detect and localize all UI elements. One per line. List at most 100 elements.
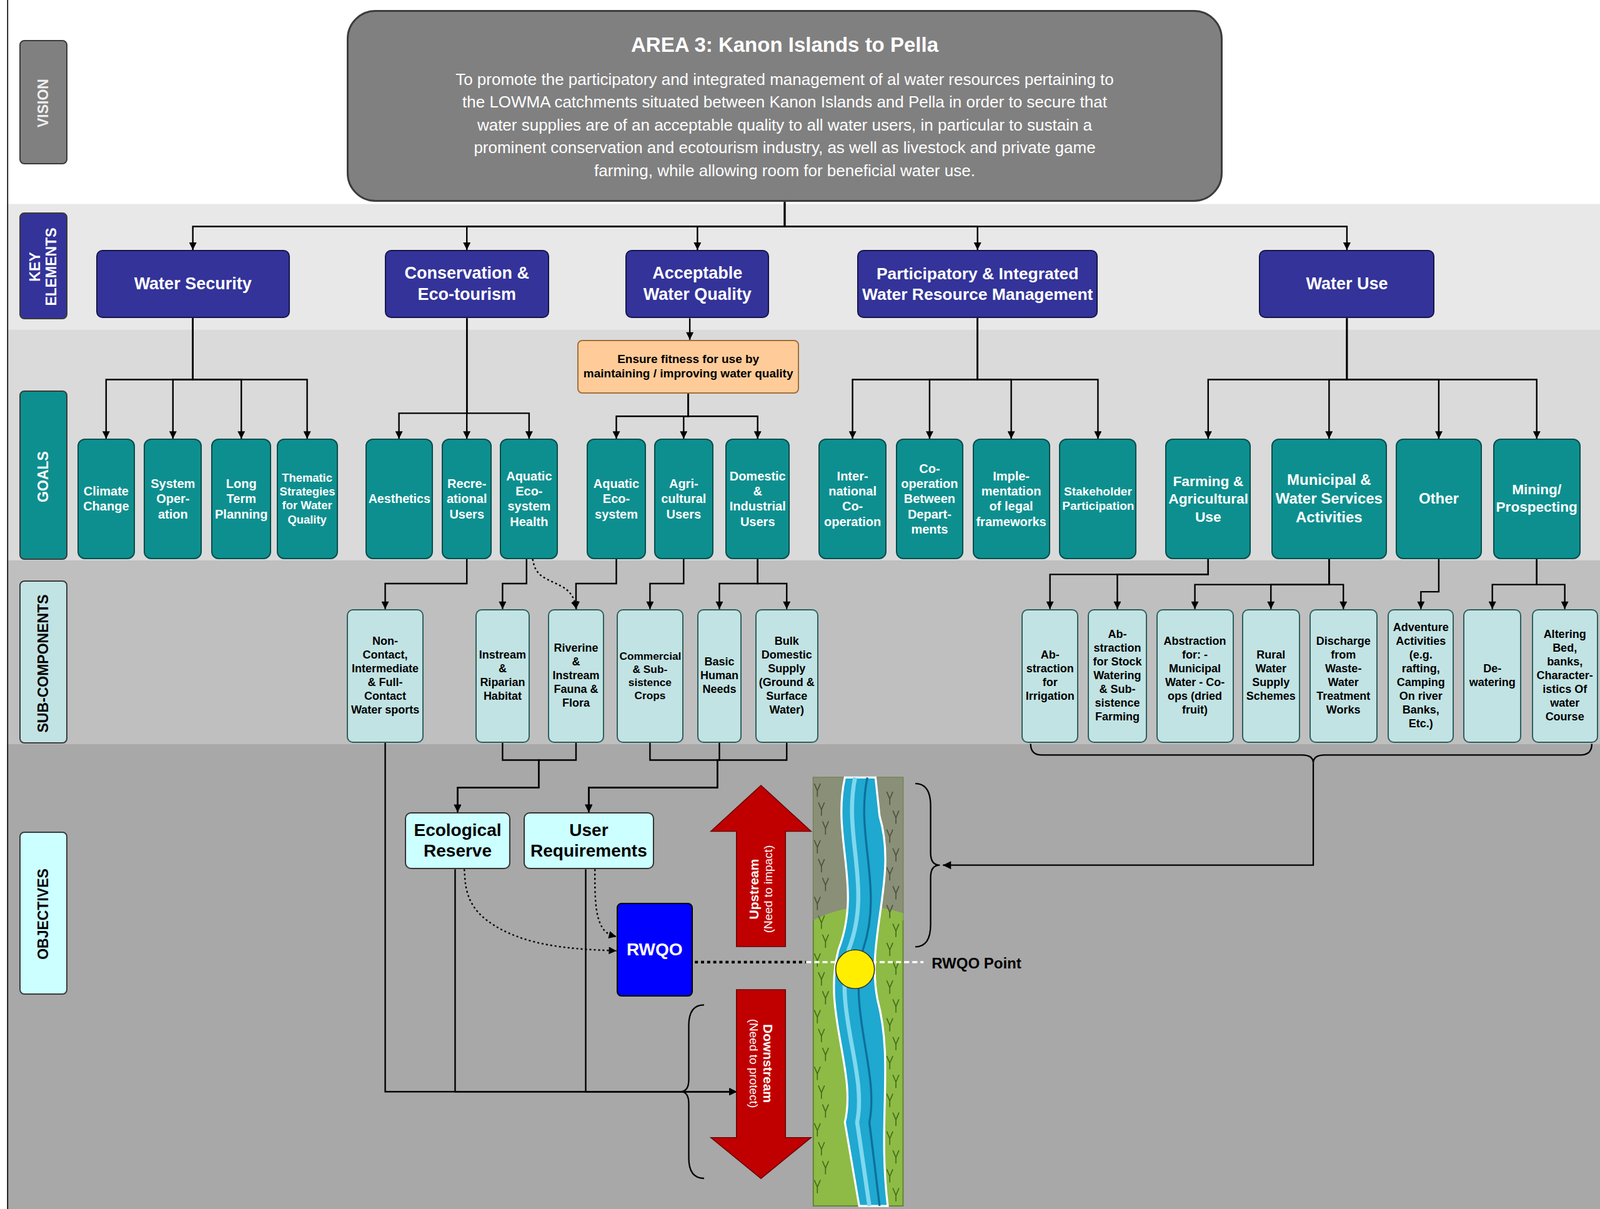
connector <box>502 559 527 610</box>
node-text: Commercial & Sub- sistence Crops <box>619 649 681 703</box>
rotated-text-holder: OBJECTIVES <box>19 832 68 996</box>
tree-stroke <box>886 1018 893 1032</box>
key-element-box: Conservation & Eco-tourism <box>384 249 550 319</box>
arrow-fill <box>710 989 811 1179</box>
goal-box: Inter- national Co- operation <box>818 438 887 560</box>
connector <box>532 559 577 610</box>
tree-stroke <box>814 1123 821 1137</box>
sub-component-box: Abstraction for: -Municipal Water - Co-o… <box>1156 609 1234 743</box>
node-text: Basic Human Needs <box>700 655 740 697</box>
connector <box>106 318 194 439</box>
rotated-text-holder: VISION <box>19 41 68 166</box>
connector <box>385 559 468 610</box>
goal-box: Thematic Strategies for Water Quality <box>276 438 338 560</box>
tree-stroke <box>886 980 893 994</box>
connector <box>457 742 540 813</box>
sub-component-box: Bulk Domestic Supply (Ground & Surface W… <box>755 609 819 743</box>
sub-component-box: Adventure Activities (e.g. rafting, Camp… <box>1387 609 1454 743</box>
river-illustration <box>813 777 904 1206</box>
row-label: SUB-COMPONENTS <box>19 580 68 744</box>
goal-box: Long Term Planning <box>211 438 272 560</box>
node-text: Instream & Riparian Habitat <box>478 648 527 704</box>
sub-component-box: Riverine & Instream Fauna & Flora <box>547 609 605 743</box>
goal-box: Aesthetics <box>365 438 433 560</box>
band <box>6 329 1600 560</box>
row-label: VISION <box>19 39 68 165</box>
node-text: VISION <box>34 41 52 166</box>
node-text: Ab- straction for Stock Watering & Sub- … <box>1090 627 1144 725</box>
connector <box>1492 559 1537 610</box>
tree-stroke <box>818 1028 825 1043</box>
node-text: Domestic & Industrial Users <box>728 468 787 530</box>
connector <box>576 559 617 610</box>
connector <box>719 559 758 610</box>
key-element-box: Water Use <box>1258 249 1435 319</box>
node-text: Downstream <box>760 989 776 1138</box>
node-text: Conservation & Eco-tourism <box>389 263 545 306</box>
node-text: Aesthetics <box>368 491 430 507</box>
node-text: Imple- mentation of legal frameworks <box>975 468 1048 530</box>
sub-component-box: Ab- straction for Irrigation <box>1021 609 1079 743</box>
rotated-text-holder: Upstream(Need to impact) <box>736 831 786 948</box>
connector <box>385 742 738 1092</box>
tree-stroke <box>818 802 825 816</box>
node-text: Municipal & Water Services Activities <box>1274 470 1384 527</box>
tree-stroke <box>892 1112 900 1126</box>
tree-stroke <box>892 998 900 1013</box>
tree-stroke <box>822 1047 829 1061</box>
connector <box>586 869 738 1092</box>
node-text: SUB-COMPONENTS <box>34 581 52 745</box>
node-text: Rural Water Supply Schemes <box>1245 648 1297 704</box>
sub-component-box: De- watering <box>1463 609 1522 743</box>
node-text: Water Use <box>1263 273 1430 295</box>
rotated-text-holder: KEY ELEMENTS <box>19 213 68 321</box>
goal-box: Co- operation Between Depart- ments <box>895 438 964 560</box>
node-text: Co- operation Between Depart- ments <box>899 461 961 538</box>
tree-stroke <box>818 1085 825 1099</box>
connector <box>852 318 978 439</box>
tree-stroke <box>822 990 829 1004</box>
tree-stroke <box>818 1142 825 1156</box>
row-label: OBJECTIVES <box>19 831 68 995</box>
band <box>6 743 1600 1209</box>
tree-stroke <box>886 791 893 805</box>
connector <box>689 318 691 340</box>
node-text: Mining/ Prospecting <box>1496 481 1578 517</box>
goal-box: Recre- ational Users <box>441 438 492 560</box>
objective-box: User Requirements <box>523 812 655 870</box>
tree-stroke <box>814 783 821 797</box>
connector <box>1346 318 1439 439</box>
frame-line <box>6 0 9 1209</box>
tree-stroke <box>886 942 893 956</box>
connector <box>454 869 737 1092</box>
connector <box>466 318 530 439</box>
node-text: Thematic Strategies for Water Quality <box>279 471 335 528</box>
tree-stroke <box>886 904 893 918</box>
connector <box>1328 318 1347 439</box>
goal-box: Other <box>1395 438 1482 560</box>
node-text: Upstream <box>745 831 762 948</box>
goal-box: Municipal & Water Services Activities <box>1271 438 1387 560</box>
node-text: Aquatic Eco- system <box>589 476 643 522</box>
connector <box>616 393 689 439</box>
goal-box: Domestic & Industrial Users <box>725 438 790 560</box>
connector <box>193 318 308 439</box>
rotated-text-holder: SUB-COMPONENTS <box>19 581 68 745</box>
node-text: To promote the participatory and integra… <box>454 68 1114 182</box>
node-text: Stakeholder Participation <box>1062 484 1134 513</box>
vision-box: AREA 3: Kanon Islands to Pella To promote… <box>346 9 1223 202</box>
brace <box>915 783 940 947</box>
node-text: AREA 3: Kanon Islands to Pella <box>454 30 1114 60</box>
tree-stroke <box>822 877 829 891</box>
connector <box>929 318 978 439</box>
node-text: Participatory & Integrated Water Resourc… <box>862 263 1093 305</box>
arrow-fill <box>710 785 811 947</box>
connector <box>1270 559 1329 610</box>
tree-stroke <box>886 1131 893 1145</box>
goal-box: System Oper- ation <box>143 438 202 560</box>
sub-component-box: Basic Human Needs <box>697 609 743 743</box>
direction-arrow: Upstream(Need to impact) <box>736 785 786 947</box>
connector <box>688 393 758 439</box>
sub-component-box: Rural Water Supply Schemes <box>1242 609 1301 743</box>
node-text: Bulk Domestic Supply (Ground & Surface W… <box>758 634 816 718</box>
